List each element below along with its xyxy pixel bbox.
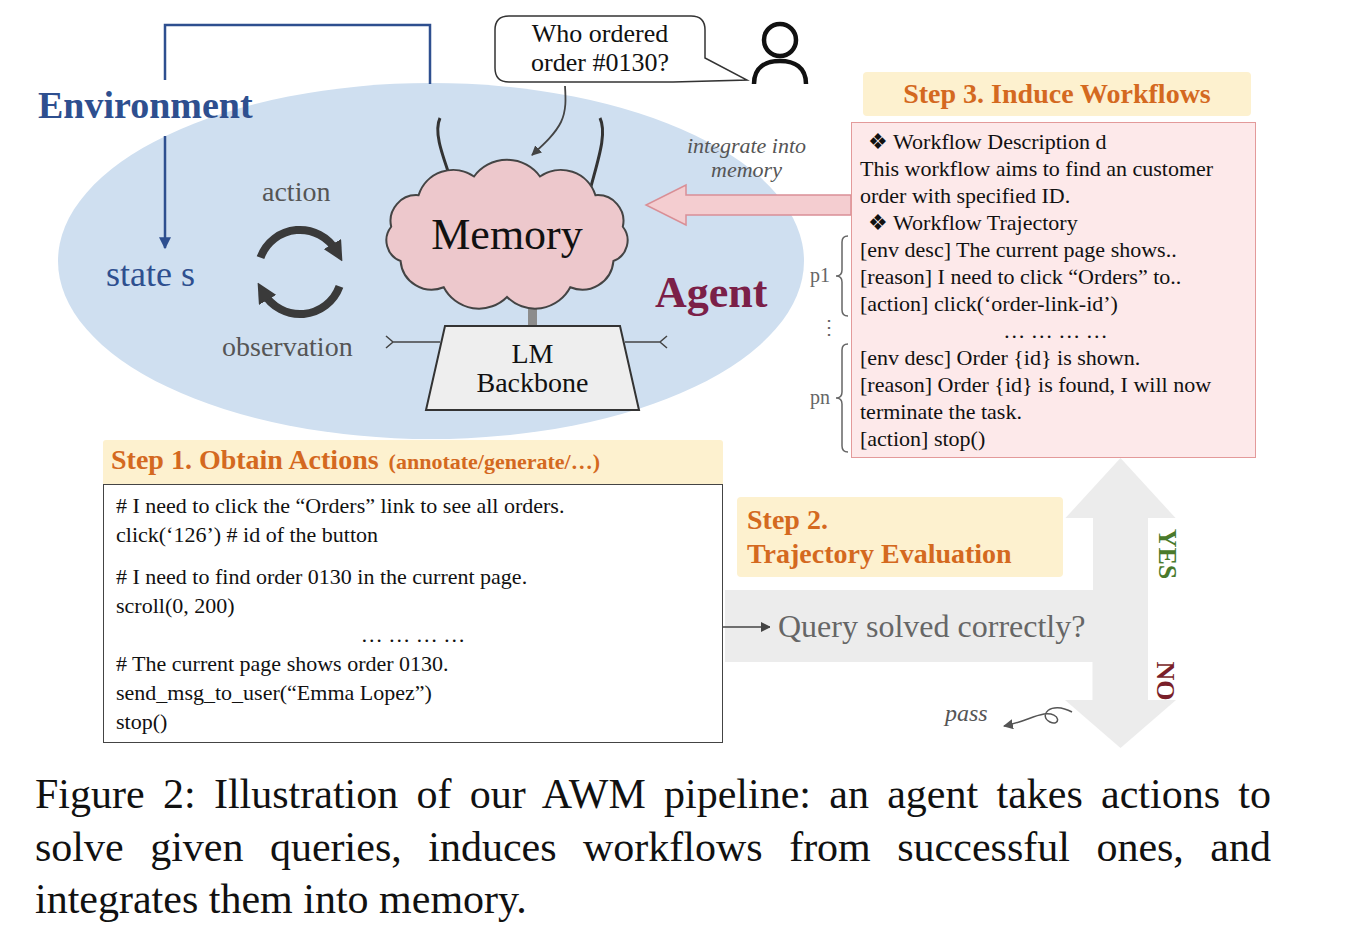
code-box: # I need to click the “Orders” link to s… bbox=[103, 484, 723, 743]
node-text: ❖ Workflow Trajectory bbox=[860, 209, 1251, 236]
loop-bracket bbox=[164, 136, 167, 248]
node-text: stop() bbox=[116, 707, 710, 736]
loop-label-text: observation bbox=[222, 331, 353, 363]
note-label-text: pass bbox=[945, 700, 988, 728]
brace bbox=[836, 344, 848, 452]
node-text: Trajectory Evaluation bbox=[747, 537, 1053, 571]
figure-caption: Figure 2: Illustration of our AWM pipeli… bbox=[35, 768, 1271, 926]
index-label-text: ⋮ bbox=[819, 316, 839, 339]
node-text: Query solved correctly? bbox=[778, 608, 1085, 645]
bubble-fill bbox=[495, 16, 747, 82]
loop-label: action bbox=[262, 176, 330, 208]
stage-heading: Step 3. Induce Workflows bbox=[863, 72, 1251, 116]
speech-bubble: Who ordered order #0130? bbox=[493, 14, 707, 84]
caption-text: Figure 2: Illustration of our AWM pipeli… bbox=[35, 768, 1271, 926]
band-extension bbox=[725, 590, 771, 662]
node-text: [env desc] Order {id} is shown. bbox=[860, 344, 1251, 371]
index-label: pn bbox=[810, 386, 830, 409]
loop-label-text: action bbox=[262, 176, 330, 208]
node-text: Step 2. bbox=[747, 503, 1053, 537]
node-text: # I need to click the “Orders” link to s… bbox=[116, 491, 710, 520]
node-text: Step 3. Induce Workflows bbox=[903, 78, 1211, 110]
node-text: [action] click(‘order-link-id’) bbox=[860, 290, 1251, 317]
node-text: Step 1. Obtain Actions bbox=[111, 440, 379, 480]
user-icon bbox=[764, 24, 796, 56]
decision-band: Query solved correctly? bbox=[770, 590, 1148, 662]
squiggle-arrow bbox=[1004, 708, 1072, 726]
index-label-text: p1 bbox=[810, 264, 830, 287]
index-label: ⋮ bbox=[819, 316, 839, 339]
edge-label: YES bbox=[1167, 554, 1218, 584]
node-text: # The current page shows order 0130. bbox=[116, 649, 710, 678]
node-text: LM Backbone bbox=[470, 339, 595, 398]
node-text: … … … … bbox=[860, 317, 1251, 344]
verdict-label: NO bbox=[1165, 681, 1204, 711]
brace bbox=[836, 236, 848, 316]
edge-label-text: integrate into memory bbox=[672, 134, 822, 182]
loop-label-text: state s bbox=[106, 254, 195, 295]
flow-arrow bbox=[723, 626, 770, 627]
loop-label: state s bbox=[106, 254, 195, 295]
node-text: [action] stop() bbox=[860, 425, 1251, 452]
node-text: ❖ Workflow Description d bbox=[860, 128, 1251, 155]
trapezoid-fill bbox=[426, 326, 639, 410]
node-text: Who ordered order #0130? bbox=[510, 20, 690, 77]
node-text: [env desc] The current page shows.. bbox=[860, 236, 1251, 263]
stage-heading: Step 1. Obtain Actions(annotate/generate… bbox=[103, 440, 723, 486]
index-label: p1 bbox=[810, 264, 830, 287]
loop-bracket bbox=[165, 25, 430, 84]
model-box: LM Backbone bbox=[425, 325, 640, 411]
cloud-fill bbox=[386, 160, 627, 309]
user-icon bbox=[754, 61, 806, 84]
cloud-shape: Memory bbox=[372, 158, 642, 313]
node-text: (annotate/generate/…) bbox=[389, 442, 600, 482]
node-text: [reason] I need to click “Orders” to.. bbox=[860, 263, 1251, 290]
node-text: Memory bbox=[431, 210, 583, 261]
node-text: Agent bbox=[655, 268, 767, 319]
node-text: [reason] Order {id} is found, I will now… bbox=[860, 371, 1251, 425]
region-label-text: Environment bbox=[38, 84, 253, 128]
node-text: send_msg_to_user(“Emma Lopez”) bbox=[116, 678, 710, 707]
stage-heading: Step 2.Trajectory Evaluation bbox=[737, 497, 1063, 577]
node-text: click(‘126’) # id of the button bbox=[116, 520, 710, 549]
node-text: This workflow aims to find an customer o… bbox=[860, 155, 1251, 209]
pink-panel: ❖ Workflow Description dThis workflow ai… bbox=[851, 122, 1256, 458]
note-label: pass bbox=[945, 700, 988, 728]
node-text: … … … … bbox=[116, 620, 710, 649]
node-text: scroll(0, 200) bbox=[116, 591, 710, 620]
verdict-label-text: NO bbox=[1150, 662, 1180, 701]
node-text: # I need to find order 0130 in the curre… bbox=[116, 562, 710, 591]
loop-label: observation bbox=[222, 331, 353, 363]
edge-label-text: YES bbox=[1152, 529, 1182, 580]
region-label: Environment bbox=[38, 84, 253, 128]
index-label-text: pn bbox=[810, 386, 830, 409]
